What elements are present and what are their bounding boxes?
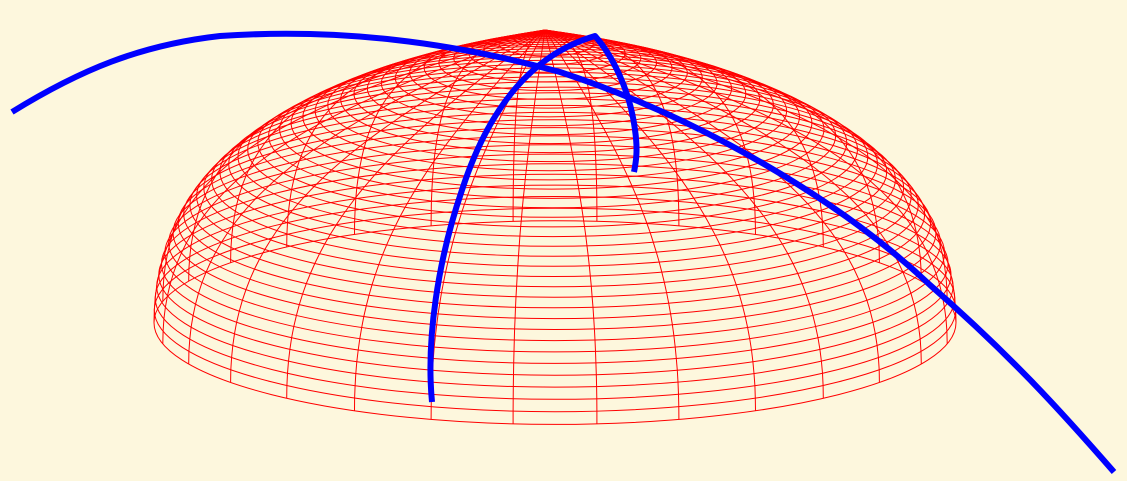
- wireframe-meridian: [544, 29, 824, 248]
- wireframe-meridian: [544, 29, 598, 424]
- long-arc-curve: [10, 30, 1117, 474]
- wireframe-meridian: [162, 29, 546, 302]
- wireframe-meridian: [544, 29, 880, 383]
- wireframe-meridian: [286, 29, 546, 399]
- wireframe-meridian: [544, 29, 824, 399]
- meridian-arc-curve: [427, 33, 640, 403]
- wireframe-meridian: [230, 29, 546, 383]
- ellipsoid-wireframe: [153, 29, 957, 425]
- wireframe-meridian: [188, 29, 546, 365]
- wireframe-meridian: [430, 29, 546, 226]
- wireframe-meridians: [153, 29, 957, 424]
- wireframe-meridian: [544, 29, 880, 263]
- blue-curves: [10, 30, 1117, 474]
- wireframe-meridian: [544, 29, 922, 282]
- wireframe-meridian: [544, 29, 948, 344]
- wireframe-meridian: [544, 29, 957, 323]
- wireframe-meridian: [153, 29, 546, 323]
- wireframe-meridian: [544, 29, 948, 302]
- wireframe-meridian: [354, 29, 546, 411]
- wireframe-meridian: [512, 29, 546, 424]
- wireframe-meridian: [544, 29, 680, 420]
- wireframe-meridian: [230, 29, 546, 263]
- wireframe-meridian: [544, 29, 598, 222]
- wireframe-meridian: [162, 29, 546, 344]
- wireframe-meridian: [286, 29, 546, 248]
- wireframe-meridian: [354, 29, 546, 235]
